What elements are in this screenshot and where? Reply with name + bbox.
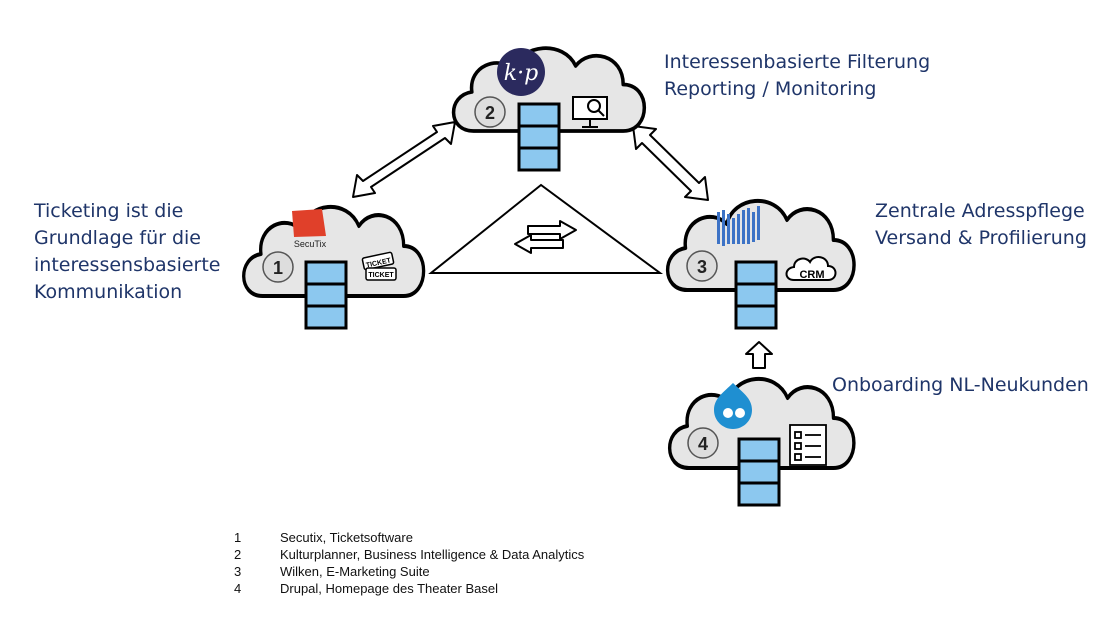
database-stack-icon — [737, 437, 781, 507]
legend-row: 4 Drupal, Homepage des Theater Basel — [234, 580, 584, 597]
secutix-logo: SecuTix — [292, 209, 327, 249]
kp-logo-text: k·p — [504, 61, 538, 86]
legend-number: 1 — [234, 530, 242, 545]
bidirectional-arrow-icon — [514, 220, 577, 254]
legend-number: 3 — [234, 564, 242, 579]
legend-row: 3 Wilken, E-Marketing Suite — [234, 563, 584, 580]
double-arrow-icon — [632, 125, 709, 201]
database-stack-icon — [517, 102, 561, 172]
label-line: interessensbasierte — [34, 254, 221, 276]
node-number-badge — [474, 96, 506, 128]
legend-text: Wilken, E-Marketing Suite — [280, 564, 430, 579]
ticket-icon-text: TICKET — [368, 272, 394, 279]
wilken-logo — [717, 206, 760, 246]
double-arrow-icon — [352, 121, 456, 198]
legend-row: 1 Secutix, Ticketsoftware — [234, 529, 584, 546]
label-line: Interessenbasierte Filterung — [664, 51, 931, 73]
node-number-badge — [686, 250, 718, 282]
legend: 1 Secutix, Ticketsoftware 2 Kulturplanne… — [234, 529, 584, 597]
monitor-search-icon — [572, 96, 608, 128]
legend-number: 2 — [234, 547, 242, 562]
node-number: 3 — [697, 257, 707, 277]
legend-text: Drupal, Homepage des Theater Basel — [280, 581, 498, 596]
node-number-badge — [687, 427, 719, 459]
ticket-icon: TICKET TICKET — [361, 251, 397, 281]
crm-cloud-icon: CRM — [785, 256, 837, 281]
legend-number: 4 — [234, 581, 242, 596]
label-line: Reporting / Monitoring — [664, 78, 877, 100]
checklist-icon — [789, 424, 827, 466]
kp-logo: k·p — [497, 48, 545, 96]
label-line: Onboarding NL-Neukunden — [832, 374, 1089, 396]
label-line: Zentrale Adresspflege — [875, 200, 1085, 222]
legend-text: Kulturplanner, Business Intelligence & D… — [280, 547, 585, 562]
label-filtering: Interessenbasierte Filterung Reporting /… — [664, 49, 930, 103]
label-line: Kommunikation — [34, 281, 183, 303]
label-ticketing: Ticketing ist die Grundlage für die inte… — [34, 198, 221, 306]
label-line: Ticketing ist die — [34, 200, 184, 222]
node-number: 2 — [485, 103, 495, 123]
label-line: Grundlage für die — [34, 227, 202, 249]
node-number: 1 — [273, 258, 283, 278]
legend-text: Secutix, Ticketsoftware — [280, 530, 413, 545]
legend-row: 2 Kulturplanner, Business Intelligence &… — [234, 546, 584, 563]
label-onboarding: Onboarding NL-Neukunden — [832, 372, 1089, 399]
label-line: Versand & Profilierung — [875, 227, 1087, 249]
label-address: Zentrale Adresspflege Versand & Profilie… — [875, 198, 1087, 252]
node-number-badge — [262, 251, 294, 283]
up-arrow-icon — [745, 341, 773, 369]
database-stack-icon — [304, 260, 348, 330]
crm-label: CRM — [799, 269, 824, 281]
secutix-logo-text: SecuTix — [294, 239, 327, 249]
database-stack-icon — [734, 260, 778, 330]
node-number: 4 — [698, 434, 708, 454]
drupal-icon — [714, 383, 752, 429]
